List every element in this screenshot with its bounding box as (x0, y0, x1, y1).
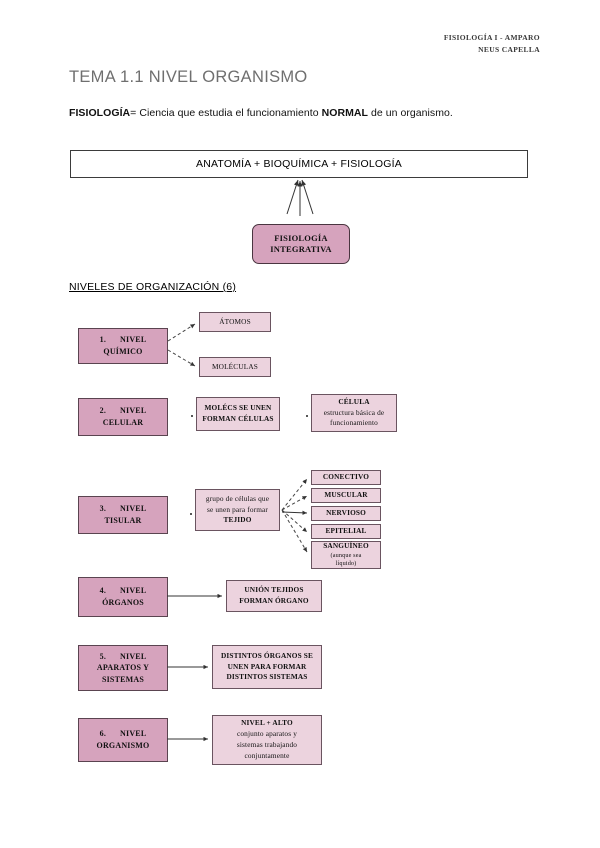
level-box-5-aparatos-sistemas: 5. NIVEL APARATOS Y SISTEMAS (78, 645, 168, 691)
level-1-title-line: 1. NIVEL (100, 334, 147, 346)
tissue-box-muscular: MUSCULAR (311, 488, 381, 503)
detail-box-2-celula: CÉLULA estructura básica de funcionamien… (311, 394, 397, 432)
detail-6-title: NIVEL + ALTO (241, 718, 293, 728)
tissue-box-epitelial: EPITELIAL (311, 524, 381, 539)
level-3-name: NIVEL (120, 504, 147, 514)
detail-4-line-2: FORMAN ÓRGANO (239, 596, 309, 605)
detail-2-right-title: CÉLULA (338, 396, 370, 406)
level-1-name2: QUÍMICO (103, 347, 143, 356)
detail-box-5-sistemas: DISTINTOS ÓRGANOS SE UNEN PARA FORMAR DI… (212, 645, 322, 689)
header-line-author: NEUS CAPELLA (478, 44, 540, 54)
level-6-name2: ORGANISMO (96, 741, 150, 750)
tissue-conectivo-label: CONECTIVO (322, 472, 370, 482)
page-title: TEMA 1.1 NIVEL ORGANISMO (69, 68, 308, 86)
bullet-dot-level-2-middle (191, 415, 193, 417)
tissue-box-conectivo: CONECTIVO (311, 470, 381, 485)
detail-4-line-1: UNIÓN TEJIDOS (244, 585, 304, 595)
level-1-branch-arrows (167, 323, 196, 367)
level-box-4-organos: 4. NIVEL ÓRGANOS (78, 577, 168, 617)
level-1-name: NIVEL (120, 335, 147, 345)
level-2-number: 2. (99, 406, 107, 416)
level-5-title-line: 5. NIVEL (100, 651, 147, 663)
level-box-6-organismo: 6. NIVEL ORGANISMO (78, 718, 168, 762)
tissue-nervioso-label: NERVIOSO (326, 508, 366, 518)
bullet-dot-level-2-right (306, 415, 308, 417)
level-box-1-quimico: 1. NIVEL QUÍMICO (78, 328, 168, 364)
detail-5-line-1: DISTINTOS ÓRGANOS SE (220, 650, 314, 660)
tissue-sanguineo-label: SANGUÍNEO (323, 541, 369, 551)
level-4-title-line: 4. NIVEL (100, 585, 147, 597)
integrative-physiology-box: FISIOLOGÍA INTEGRATIVA (252, 224, 350, 264)
level-4-number: 4. (99, 586, 107, 596)
top-disciplines-label: ANATOMÍA + BIOQUÍMICA + FISIOLOGÍA (196, 158, 402, 170)
integrative-line-1: FISIOLOGÍA (274, 232, 328, 243)
level-5-number: 5. (99, 651, 107, 661)
definition-tail: de un organismo. (367, 107, 453, 119)
level-3-tissue-arrow-nervioso (281, 510, 308, 516)
level-2-name: NIVEL (120, 406, 147, 416)
converging-arrows-to-top-box (286, 179, 314, 216)
detail-3-line-3: TEJIDO (223, 515, 252, 525)
section-heading-organization-levels: NIVELES DE ORGANIZACIÓN (6) (69, 281, 237, 293)
level-5-name2: APARATOS Y (96, 663, 150, 673)
branch-atomos-label: ÁTOMOS (219, 316, 251, 326)
bullet-dot-level-3-middle (190, 513, 192, 515)
header-line-course: FISIOLOGÍA I - AMPARO (443, 33, 540, 42)
level-6-number: 6. (99, 729, 107, 739)
level-3-tissue-arrows (281, 478, 308, 553)
level-3-name2: TISULAR (104, 516, 142, 525)
level-4-name2: ÓRGANOS (102, 598, 144, 607)
level-box-3-tisular: 3. NIVEL TISULAR (78, 496, 168, 534)
level-2-name2: CELULAR (102, 418, 144, 427)
detail-6-line-2: sistemas trabajando (236, 740, 298, 749)
tissue-sanguineo-note-1: (aunque sea (330, 552, 362, 560)
definition-line: FISIOLOGÍA= Ciencia que estudia el funci… (69, 107, 453, 119)
definition-emphasis: NORMAL (321, 107, 368, 119)
definition-term: FISIOLOGÍA (69, 107, 131, 119)
level-1-number: 1. (99, 335, 107, 345)
level-5-name3: SISTEMAS (101, 674, 145, 684)
detail-box-2-molecs-celulas: MOLÉCS SE UNEN FORMAN CÉLULAS (196, 397, 280, 431)
level-6-name: NIVEL (120, 729, 147, 739)
top-disciplines-box: ANATOMÍA + BIOQUÍMICA + FISIOLOGÍA (70, 150, 528, 178)
detail-6-line-3: conjuntamente (244, 750, 290, 760)
detail-5-line-3: DISTINTOS SISTEMAS (226, 672, 308, 682)
level-6-title-line: 6. NIVEL (100, 728, 147, 740)
detail-box-4-organo: UNIÓN TEJIDOS FORMAN ÓRGANO (226, 580, 322, 612)
level-box-2-celular: 2. NIVEL CELULAR (78, 398, 168, 436)
detail-3-line-2: se unen para formar (207, 504, 268, 514)
detail-2-right-line-1: estructura básica de (323, 407, 385, 417)
level-3-title-line: 3. NIVEL (100, 503, 147, 515)
branch-box-moleculas: MOLÉCULAS (199, 357, 271, 377)
level-3-number: 3. (99, 504, 107, 514)
detail-5-line-2: UNEN PARA FORMAR (227, 661, 307, 671)
level-4-name: NIVEL (120, 586, 147, 596)
detail-box-3-tejido: grupo de células que se unen para formar… (195, 489, 280, 531)
detail-2-line-2: FORMAN CÉLULAS (202, 414, 274, 423)
detail-box-6-organismo: NIVEL + ALTO conjunto aparatos y sistema… (212, 715, 322, 765)
tissue-box-sanguineo: SANGUÍNEO (aunque sea líquido) (311, 541, 381, 569)
detail-6-line-1: conjunto aparatos y (237, 729, 297, 739)
detail-2-line-1: MOLÉCS SE UNEN (204, 403, 272, 413)
definition-middle: = Ciencia que estudia el funcionamiento (130, 107, 322, 119)
tissue-sanguineo-note-2: líquido) (335, 560, 357, 568)
tissue-box-nervioso: NERVIOSO (311, 506, 381, 521)
document-header: FISIOLOGÍA I - AMPARO NEUS CAPELLA (444, 32, 540, 55)
detail-3-line-1: grupo de células que (205, 493, 270, 503)
branch-moleculas-label: MOLÉCULAS (212, 361, 258, 371)
tissue-epitelial-label: EPITELIAL (325, 526, 367, 536)
tissue-muscular-label: MUSCULAR (324, 490, 368, 500)
detail-2-right-line-2: funcionamiento (330, 418, 378, 428)
level-5-name: NIVEL (120, 651, 147, 661)
integrative-line-2: INTEGRATIVA (270, 244, 332, 254)
branch-box-atomos: ÁTOMOS (199, 312, 271, 332)
level-2-title-line: 2. NIVEL (100, 405, 147, 417)
